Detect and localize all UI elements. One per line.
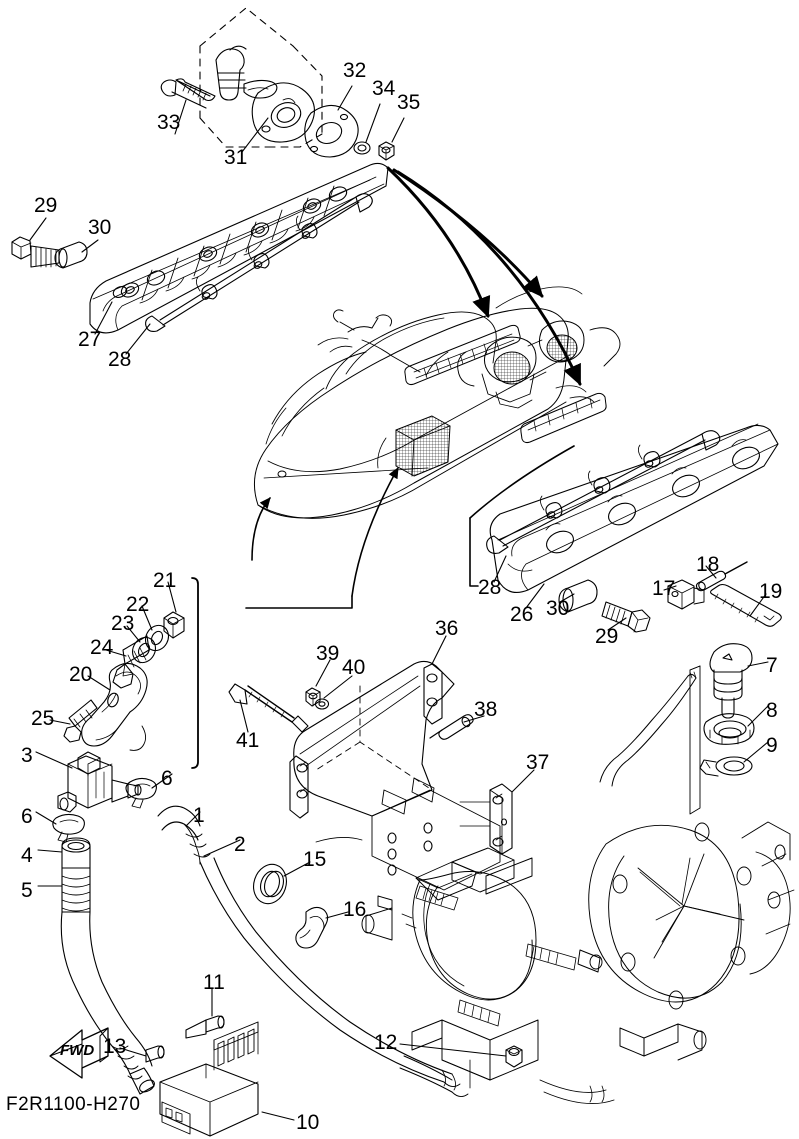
part-8-nut [703,713,755,745]
callout-11: 11 [203,971,225,994]
part-12-fitting [505,1045,523,1068]
part-26-right-rail [489,423,779,593]
part-29-bolt-left [11,236,60,268]
part-19-cable-tie [709,583,782,627]
hull-box-component [395,415,451,477]
callout-18: 18 [696,553,720,576]
callout-15: 15 [303,848,327,871]
callout-6a: 6 [21,805,33,828]
callout-32: 32 [343,59,367,82]
part-11-rivet-pin [185,1015,225,1039]
callout-5: 5 [21,879,33,902]
part-17-grommet-block [667,579,705,610]
part-28-rail-rod-left [145,193,373,332]
part-23-washer [131,636,157,664]
callout-17: 17 [652,577,676,600]
callout-4: 4 [21,844,33,867]
callout-39: 39 [316,642,340,665]
part-7-drain-plug [709,643,753,719]
callout-34: 34 [372,77,396,100]
diagram-code: F2R1100-H270 [6,1094,141,1115]
callout-28b: 28 [478,576,502,599]
callout-41: 41 [236,729,260,752]
jet-pump-housing-assembly [361,821,795,1105]
part-40-washer [314,698,330,710]
part-16-clip [295,906,329,949]
callout-6b: 6 [161,767,173,790]
callout-31: 31 [224,146,248,169]
callout-1: 1 [193,804,205,827]
callout-33: 33 [157,111,181,134]
hull-tube [599,671,697,787]
part-34-washer [353,141,371,155]
callout-19: 19 [759,580,783,603]
part-9-washer-clip [699,756,753,777]
part-28-rail-rod-right [486,430,721,554]
part-31-handle-base [215,45,278,101]
callout-30a: 30 [88,216,112,239]
fwd-direction-arrow [49,1027,109,1079]
callout-23: 23 [111,612,135,635]
callout-3: 3 [21,744,33,767]
callout-8: 8 [766,699,778,722]
callout-35: 35 [397,91,421,114]
callout-16: 16 [343,898,367,921]
deck-rail-strip [404,324,521,386]
part-27-left-rail [89,162,389,334]
part-32-gasket [304,104,359,158]
part-35-nut [378,141,395,161]
part-21-nut [163,611,185,639]
part-29-bolt-right [601,601,651,633]
part-13-plug [145,1045,165,1063]
part-41-long-bolt [228,683,309,733]
leader-curves [386,166,582,386]
part-10-electrical-box [159,1021,259,1137]
callout-30b: 30 [546,597,570,620]
part-15-seal-ring [253,863,287,905]
part-30-spacer-left [54,241,88,269]
callout-24: 24 [90,636,114,659]
installed-right-rail [520,392,607,444]
callout-27: 27 [78,328,102,351]
callout-10: 10 [296,1111,320,1134]
part-31-flange-plate [251,82,315,143]
callout-29b: 29 [595,625,619,648]
exploded-group-outline [199,7,323,148]
part-38-pin [429,714,474,740]
callout-leaders [29,85,769,1121]
part-20-bracket-arm [81,662,148,751]
part-22-washer [144,624,170,652]
part-6b-clamp [125,777,157,809]
callout-9: 9 [766,734,778,757]
leader-curves-thin [251,445,575,597]
callout-12: 12 [374,1031,398,1054]
part-37-bracket-plate [459,783,513,855]
callout-22: 22 [126,593,150,616]
callout-7: 7 [766,654,778,677]
part-25-screw [63,699,98,743]
part-18-pin [695,561,748,592]
hull-mount-plate [689,665,701,815]
part-4-and-5-hose [60,837,155,1095]
part-39-nut [305,687,321,707]
callout-29a: 29 [34,194,58,217]
callout-28a: 28 [108,348,132,371]
part-6a-clamp [52,813,85,843]
callout-20: 20 [69,663,93,686]
part-36-support-bracket [289,660,501,891]
part-3-valve-fitting [57,751,142,813]
watercraft-illustration [253,286,621,519]
callout-38: 38 [474,698,498,721]
callout-26: 26 [510,603,534,626]
callout-37: 37 [526,751,550,774]
callout-13: 13 [103,1035,127,1058]
part-33-bolt [160,78,216,109]
callout-40: 40 [342,656,366,679]
callout-2: 2 [234,833,246,856]
callout-25: 25 [31,707,55,730]
callout-21: 21 [153,569,177,592]
callout-36: 36 [435,617,459,640]
